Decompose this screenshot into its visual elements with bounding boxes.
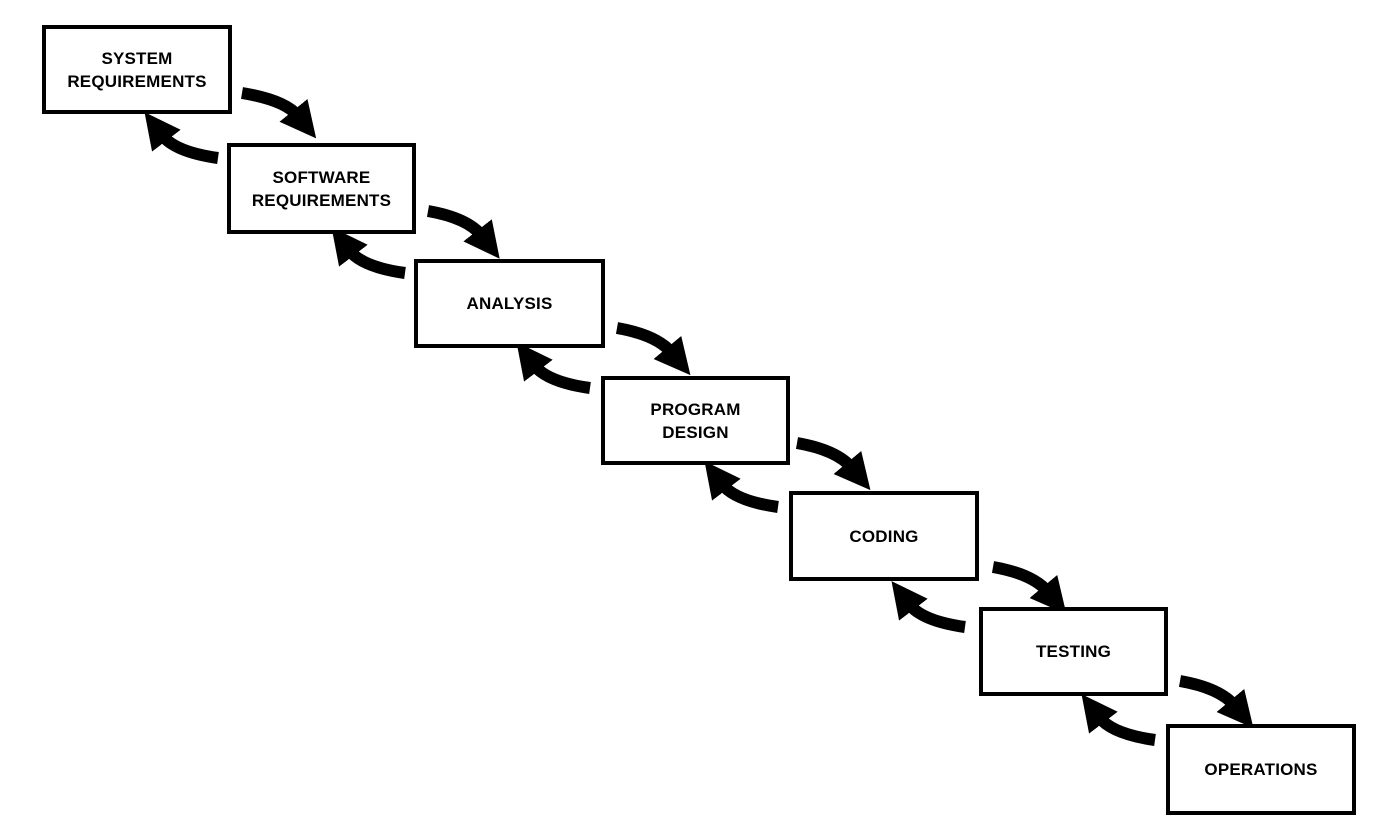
stage-label: ANALYSIS xyxy=(466,294,553,313)
forward-arrow-1 xyxy=(240,87,317,139)
stage-label: CODING xyxy=(849,526,919,546)
feedback-arrow-2 xyxy=(331,227,406,279)
forward-arrow-4 xyxy=(795,437,871,491)
stage-software-requirements: SOFTWARE REQUIREMENTS xyxy=(227,143,416,234)
feedback-arrow-6 xyxy=(1081,694,1156,746)
stage-analysis: ANALYSIS xyxy=(414,259,605,348)
feedback-arrow-1 xyxy=(144,112,219,164)
forward-arrow-6 xyxy=(1178,675,1254,729)
feedback-arrow-5 xyxy=(891,581,966,633)
forward-arrow-5 xyxy=(991,561,1067,615)
stage-operations: OPERATIONS xyxy=(1166,724,1356,815)
forward-arrow-2 xyxy=(426,205,500,259)
stage-label: SOFTWARE REQUIREMENTS xyxy=(251,167,392,210)
stage-coding: CODING xyxy=(789,491,979,581)
feedback-arrow-3 xyxy=(516,342,591,394)
stage-label: TESTING xyxy=(1035,642,1112,661)
stage-label: OPERATIONS xyxy=(1204,760,1318,779)
stage-label: PROGRAM DESIGN xyxy=(650,399,741,442)
forward-arrow-3 xyxy=(615,322,691,376)
stage-label: SYSTEM REQUIREMENTS xyxy=(67,48,207,91)
feedback-arrow-4 xyxy=(704,461,779,513)
stage-system-requirements: SYSTEM REQUIREMENTS xyxy=(42,25,232,114)
stage-testing: TESTING xyxy=(979,607,1168,696)
stage-program-design: PROGRAM DESIGN xyxy=(601,376,790,465)
